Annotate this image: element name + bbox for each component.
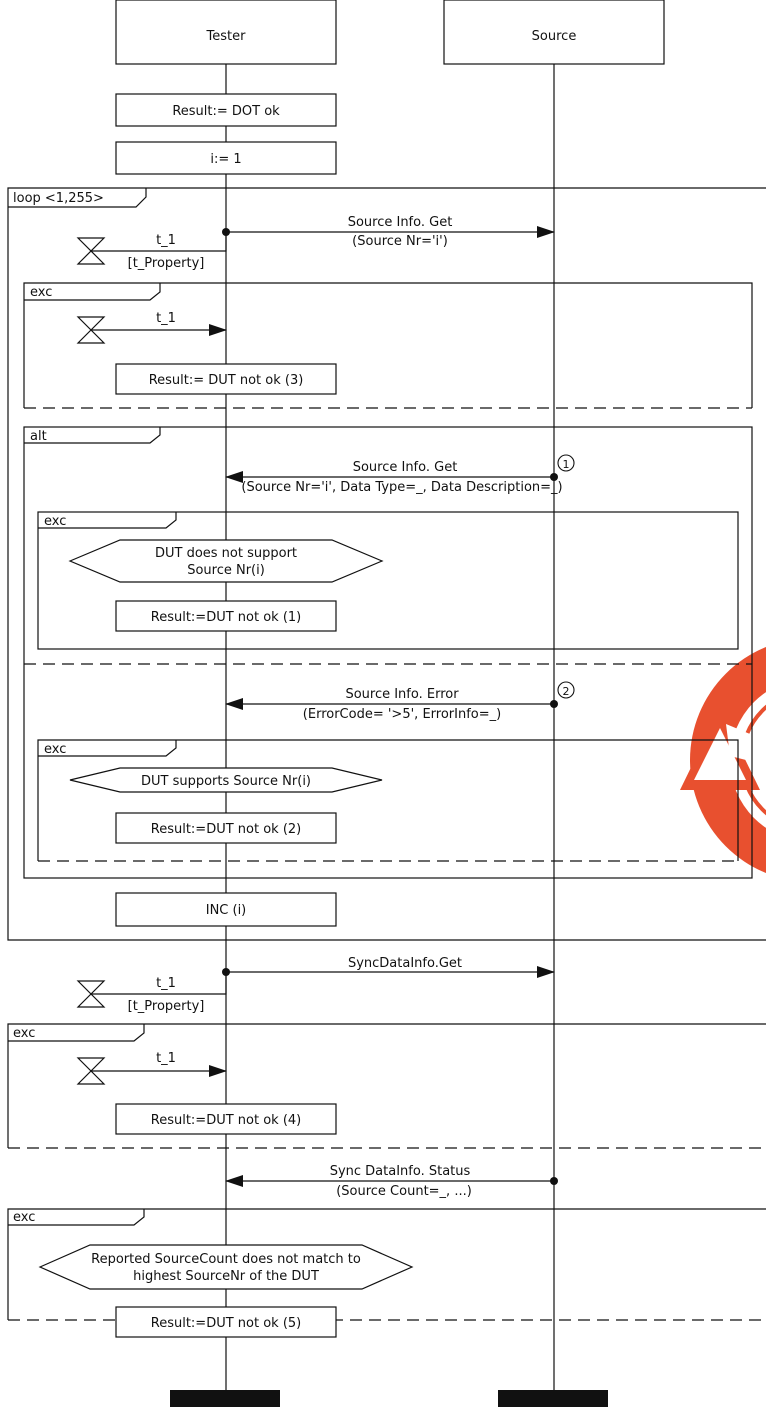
hourglass-icon [76,316,106,344]
action-inc-text: INC (i) [206,903,247,918]
action-result-1 [115,600,337,632]
source-lifeline-end [498,1390,608,1407]
action-result-4-text: Result:=DUT not ok (4) [151,1113,302,1128]
action-result-2-text: Result:=DUT not ok (2) [151,822,302,837]
action-result-1-text: Result:=DUT not ok (1) [151,610,302,625]
timer-name: t_1 [156,233,176,248]
condition-supported [69,767,383,793]
action-counter-init [115,141,337,175]
exc-branch1-tab [38,512,177,529]
hourglass-icon [76,980,106,1008]
hourglass-icon [76,1057,106,1085]
exc-sync-timeout-label: exc [13,1026,35,1041]
marker-1: 1 [563,458,570,471]
tester-lifeline-end [170,1390,280,1407]
msg-source-info-get-reply-params: (Source Nr='i', Data Type=_, Data Descri… [241,480,562,495]
action-inc [115,892,337,927]
condition-count-mismatch-line1: Reported SourceCount does not match to [91,1252,361,1267]
action-result-2 [115,812,337,844]
condition-count-mismatch [38,1244,414,1290]
timer-start-line [91,232,227,252]
exc-count-frame [7,1208,766,1320]
action-result-ok [115,93,337,127]
condition-supported-text: DUT supports Source Nr(i) [141,774,311,789]
exc-timeout-frame [23,282,753,408]
sync-timer-name: t_1 [156,976,176,991]
msg-source-info-get-params: (Source Nr='i') [352,234,448,249]
action-result-3 [115,363,337,395]
msg-source-info-get-reply-label: Source Info. Get [353,460,458,475]
marker-1-circle [557,454,575,472]
msg-sync-data-info-get-label: SyncDataInfo.Get [348,956,462,971]
timer-start-line [91,972,227,995]
exc-timeout-tab [24,283,161,301]
condition-not-supported-line2: Source Nr(i) [187,563,265,578]
exc-timeout-label: exc [30,285,52,300]
exc-sync-timeout-tab [8,1024,145,1042]
action-result-5 [115,1306,337,1338]
tester-head-label: Tester [206,29,247,44]
exc-branch2-tab [38,740,177,757]
alt-tab [24,427,161,444]
exc-branch2-frame [37,739,739,861]
msg-start-dot [550,1177,558,1185]
action-result-4 [115,1103,337,1135]
alt-label: alt [30,429,47,444]
timeout-timer-name: t_1 [156,311,176,326]
alt-frame [23,426,753,879]
msg-sync-data-info-status-params: (Source Count=_, ...) [336,1184,472,1199]
msg-start-dot [550,700,558,708]
stamp-logo [680,647,766,873]
exc-branch1-frame [37,511,739,650]
msg-source-info-get-label: Source Info. Get [348,215,453,230]
condition-not-supported [68,539,384,583]
exc-count-tab [8,1209,145,1226]
msg-source-info-error-params: (ErrorCode= '>5', ErrorInfo=_) [303,707,501,722]
loop-frame [7,187,766,941]
action-result-3-text: Result:= DUT not ok (3) [149,373,304,388]
msg-source-info-error-label: Source Info. Error [345,687,459,702]
exc-branch2-label: exc [44,742,66,757]
loop-label: loop <1,255> [13,191,104,206]
exc-branch1-label: exc [44,514,66,529]
action-result-ok-text: Result:= DOT ok [172,104,280,119]
exc-sync-timeout-frame [7,1023,766,1148]
loop-frame-tab [8,188,147,208]
action-result-5-text: Result:=DUT not ok (5) [151,1316,302,1331]
marker-2-circle [557,681,575,699]
sync-timeout-timer-name: t_1 [156,1051,176,1066]
source-head [443,0,665,65]
msg-start-dot [550,473,558,481]
msg-sync-data-info-status-label: Sync DataInfo. Status [330,1164,471,1179]
condition-count-mismatch-line2: highest SourceNr of the DUT [133,1269,319,1284]
marker-2: 2 [563,685,570,698]
source-head-label: Source [532,29,577,44]
tester-head [115,0,337,65]
hourglass-icon [76,237,106,265]
timer-param: [t_Property] [128,256,205,271]
condition-not-supported-line1: DUT does not support [155,546,297,561]
exc-count-label: exc [13,1210,35,1225]
action-counter-init-text: i:= 1 [210,152,241,167]
sync-timer-param: [t_Property] [128,999,205,1014]
